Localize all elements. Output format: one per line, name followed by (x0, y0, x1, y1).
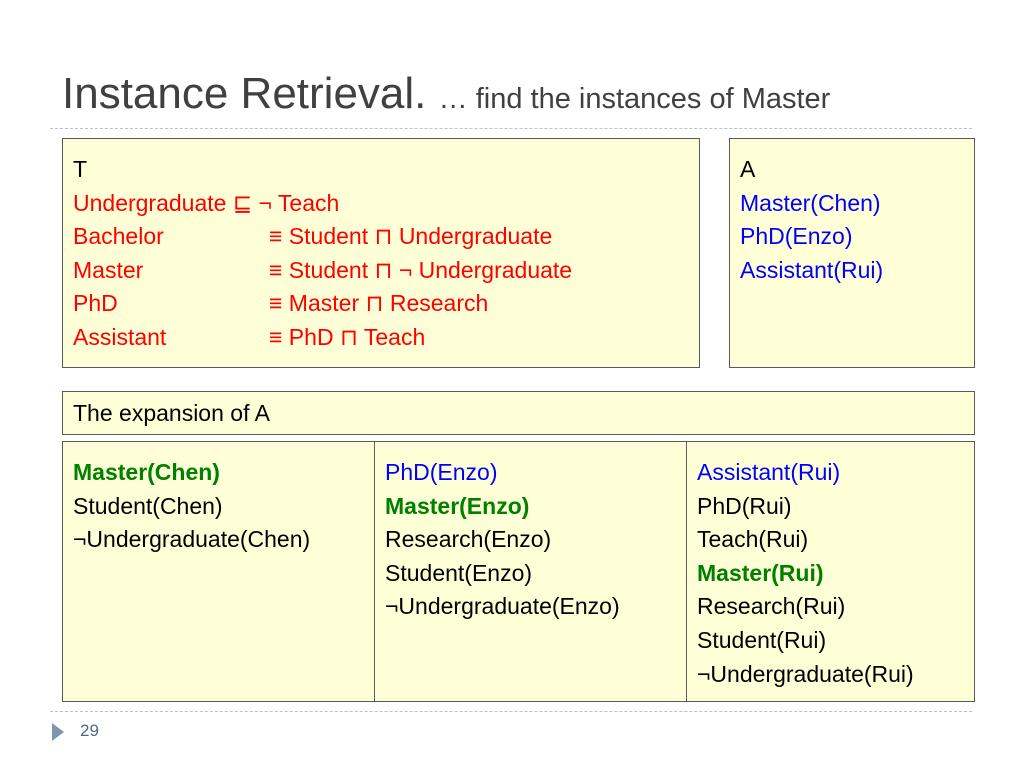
bullet-triangle-icon (52, 723, 64, 741)
expansion-header: The expansion of A (62, 391, 975, 435)
axiom-definition: ≡ Student ⊓ Undergraduate (269, 223, 553, 250)
top-divider (50, 128, 972, 129)
axiom-definition: ≡ Student ⊓ ¬ Undergraduate (269, 256, 573, 283)
tbox-axiom: Bachelor ≡ Student ⊓ Undergraduate (73, 220, 673, 254)
abox-assertion: Assistant(Rui) (740, 256, 884, 283)
abox-label: A (740, 156, 756, 182)
expansion-fact: Student(Enzo) (385, 559, 533, 586)
axiom-concept: Bachelor (73, 223, 164, 250)
expansion-fact: ¬Undergraduate(Rui) (697, 660, 914, 687)
expansion-fact: Student(Chen) (73, 492, 223, 519)
expansion-fact: ¬Undergraduate(Enzo) (385, 593, 620, 620)
column-divider (686, 442, 687, 701)
expansion-label: The expansion of A (73, 400, 270, 426)
title-sub: … find the instances of Master (438, 83, 831, 115)
axiom-concept: Master (73, 256, 144, 283)
expansion-column-rui: Assistant(Rui) PhD(Rui) Teach(Rui) Master(R… (687, 456, 975, 696)
expansion-fact: Research(Rui) (697, 593, 846, 620)
column-divider (374, 442, 375, 701)
axiom-concept: PhD (73, 290, 118, 317)
expansion-table: Master(Chen) Student(Chen) ¬Undergraduate(… (62, 441, 975, 702)
tbox-axiom: Undergraduate ⊑ ¬ Teach (73, 187, 673, 221)
tbox-axiom: Assistant ≡ PhD ⊓ Teach (73, 321, 673, 355)
abox-assertion: PhD(Enzo) (740, 223, 853, 250)
expansion-fact: Master(Enzo) (385, 492, 530, 519)
expansion-fact: Master(Chen) (73, 459, 220, 485)
axiom-definition: ≡ Master ⊓ Research (269, 290, 489, 317)
expansion-fact: Teach(Rui) (697, 526, 809, 553)
axiom-concept: Undergraduate ⊑ ¬ Teach (73, 189, 340, 216)
expansion-column-enzo: PhD(Enzo) Master(Enzo) Research(Enzo) Stude… (375, 456, 686, 696)
abox-panel: A Master(Chen) PhD(Enzo) Assistant(Rui) (729, 138, 975, 368)
expansion-fact: Assistant(Rui) (697, 459, 841, 485)
expansion-fact: PhD(Rui) (697, 492, 792, 519)
expansion-fact: ¬Undergraduate(Chen) (73, 526, 311, 553)
slide-title: Instance Retrieval. … find the instances… (62, 72, 830, 116)
expansion-fact: PhD(Enzo) (385, 459, 498, 485)
title-main: Instance Retrieval. (62, 69, 427, 118)
abox-assertion: Master(Chen) (740, 189, 881, 216)
tbox-axiom: PhD ≡ Master ⊓ Research (73, 287, 673, 321)
expansion-fact: Research(Enzo) (385, 526, 552, 553)
expansion-fact: Student(Rui) (697, 627, 827, 653)
tbox-label: T (73, 156, 88, 182)
tbox-axiom: Master ≡ Student ⊓ ¬ Undergraduate (73, 254, 673, 288)
expansion-fact: Master(Rui) (697, 559, 824, 586)
page-number: 29 (80, 721, 99, 740)
axiom-concept: Assistant (73, 324, 167, 350)
bottom-divider (50, 711, 972, 712)
axiom-definition: ≡ PhD ⊓ Teach (269, 324, 426, 350)
expansion-column-chen: Master(Chen) Student(Chen) ¬Undergraduate(… (63, 456, 374, 696)
